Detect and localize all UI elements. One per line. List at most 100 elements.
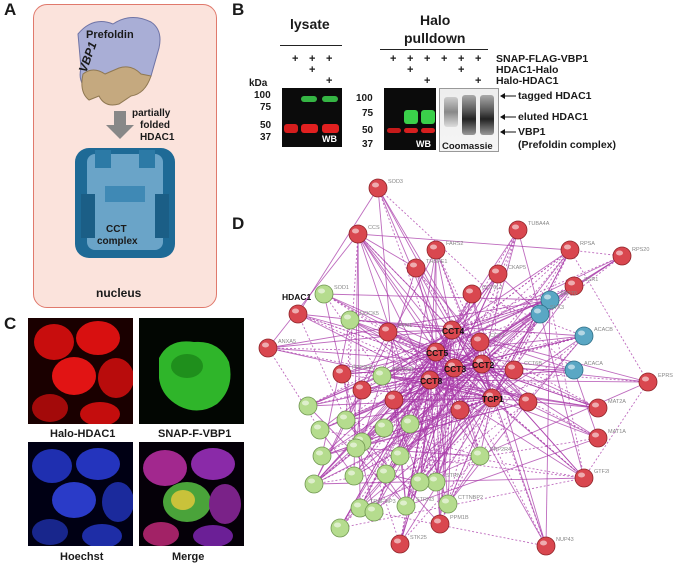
network-node [304,474,324,494]
network-edge [545,299,551,547]
network-edge [353,351,437,477]
lysate-wb-label: WB [322,134,337,144]
network-edge [361,351,437,391]
partially-folded-line2: folded [140,120,170,131]
network-edge [435,351,575,371]
plus-sign: + [292,53,299,65]
network-edge [355,401,529,449]
network-node-cttnbp2 [438,494,458,514]
panel-d-label: D [232,214,245,233]
network-edge [453,293,473,369]
node-label-traf3ip3: TRAF3IP3 [370,499,396,505]
node-highlight [492,268,499,274]
nucleus-label: nucleus [96,286,142,300]
network-edge [435,409,461,483]
node-highlight [568,280,575,286]
node-label-ppp2r4: PPP2R4 [490,447,511,453]
plus-sign: + [390,53,397,65]
node-highlight [578,472,585,478]
node-highlight [578,330,585,336]
network-edge [357,233,449,505]
node-highlight [616,250,623,256]
plus-sign: + [309,53,316,65]
node-label-ppp1cb: PPP1CB [392,367,414,373]
network-edge [313,427,385,485]
network-edge [513,369,599,409]
network-node [374,418,394,438]
network-node [330,518,350,538]
network-edge [357,233,437,353]
node-highlight [430,346,437,352]
network-node-cct6b [504,360,524,380]
node-label-cct6b: CCT6B [524,361,542,367]
network-edge [435,351,599,439]
node-highlight [434,518,441,524]
node-label-ckap5: CKAP5 [508,265,526,271]
network-node-ckap5 [488,264,508,284]
network-edge [453,273,499,369]
partially-folded-line3: HDAC1 [140,132,175,143]
network-edge [419,369,515,483]
network-node [344,466,364,486]
plus-sign: + [407,53,414,65]
network-edge [373,511,547,547]
network-edge [267,233,359,349]
network-edge [323,293,375,513]
row-label-snap: SNAP-FLAG-VBP1 [496,53,589,65]
panel-c-label: C [4,314,17,333]
network-edge [429,379,529,403]
node-highlight [442,498,449,504]
panel-a-label: A [4,0,17,19]
network-edge [361,267,417,443]
network-node-rps20 [612,246,632,266]
node-label-cct8: CCT8 [420,376,442,386]
network-node-strn3 [396,496,416,516]
network-edge [453,367,547,547]
node-label-sod1: SOD1 [334,285,349,291]
node-label-strn3: STRN3 [416,497,434,503]
network-edge [323,293,483,365]
marker-m-75: 75 [362,108,374,119]
network-edge [517,229,585,479]
node-label-ppp2r5: PPP2R5 [352,365,373,371]
network-node-fars2 [426,240,446,260]
network-node-mat1a [588,428,608,448]
network-node-cct6l2 [462,284,482,304]
network-edge [393,397,493,401]
node-highlight [522,396,529,402]
network-node [390,446,410,466]
network-edge [345,419,481,457]
node-label-ppm1b: PPM1B [450,515,469,521]
node-highlight [314,424,321,430]
network-edge [297,313,455,369]
network-edge [399,397,493,545]
network-edge [345,319,351,421]
network-node-hdac1 [288,304,308,324]
network-node [376,464,396,484]
marker-m-50: 50 [362,125,374,136]
node-label-thspe1: THSPE1 [426,259,447,265]
network-node-acacb [574,326,594,346]
plus-sign: + [309,64,316,76]
coomassie-label: Coomassie [442,141,493,152]
network-edge [355,363,483,449]
network-edge [481,313,541,365]
row-label-hdac1-halo: HDAC1-Halo [496,64,559,76]
network-edge [569,249,649,383]
node-label-eprs: EPRS [658,373,673,379]
network-edge [357,233,571,251]
node-highlight [430,244,437,250]
network-node-rpsa [560,240,580,260]
network-node-dock5 [340,310,360,330]
network-node-syk3 [530,304,550,324]
network-edge [341,351,437,375]
network-node-pfn1 [378,322,398,342]
network-edge [405,437,599,507]
network-edge [297,313,347,421]
network-edge [459,229,519,411]
network-node-anxa5 [258,338,278,358]
image-snap-f-vbp1 [139,318,244,424]
node-label-ssr1: SSR1 [584,277,598,283]
network-node-acaca [564,360,584,380]
node-label-cct6l2: CCT6L2 [482,285,502,291]
